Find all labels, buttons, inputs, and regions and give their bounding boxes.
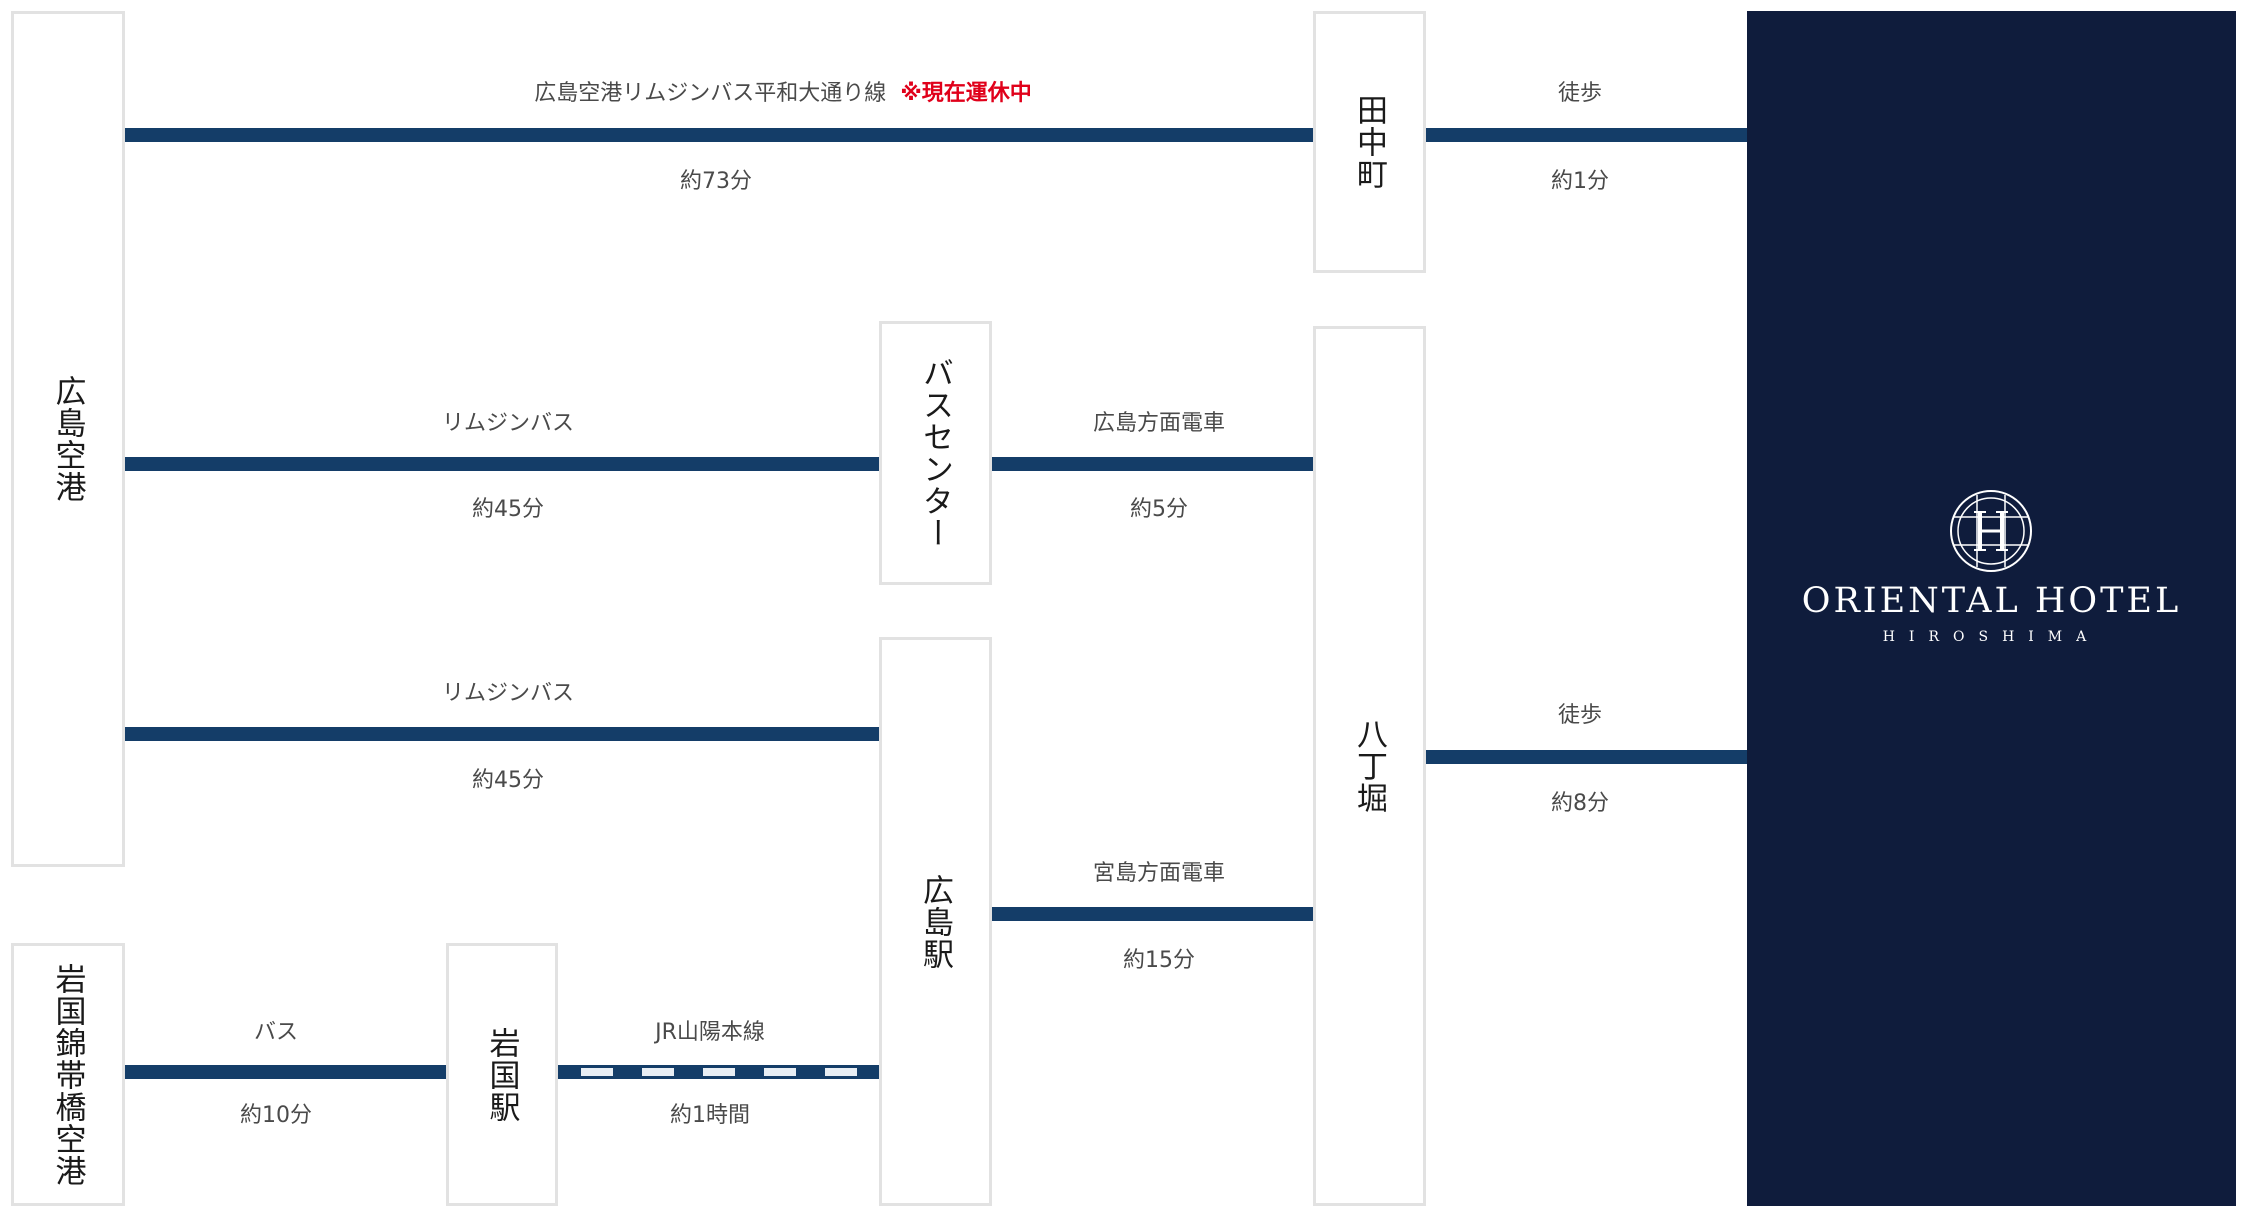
hotel-panel: ORIENTAL HOTEL HIROSHIMA (1747, 11, 2236, 1206)
route-line (1426, 750, 1747, 764)
route-time: 約45分 (472, 497, 544, 522)
route-line (125, 1065, 446, 1079)
route-line (125, 727, 879, 741)
station-iwakuni-airport: 岩国錦帯橋空港 (11, 943, 125, 1206)
route-name: バス (253, 1020, 299, 1045)
route-name: JR山陽本線 (655, 1020, 765, 1045)
station-hiroshima-airport: 広島空港 (11, 11, 125, 867)
station-label: 広島空港 (49, 375, 86, 503)
route-name: 徒歩 (1557, 703, 1603, 728)
route-time: 約8分 (1551, 791, 1609, 816)
hotel-crest-icon (1950, 490, 2032, 572)
rail-tie (764, 1068, 796, 1076)
rail-tie (703, 1068, 735, 1076)
rail-tie (581, 1068, 613, 1076)
route-time: 約45分 (472, 768, 544, 793)
route-name: 宮島方面電車 (1092, 861, 1226, 886)
route-time: 約10分 (240, 1103, 312, 1128)
route-time: 約5分 (1130, 497, 1188, 522)
route-time: 約73分 (680, 169, 752, 194)
route-time: 約1時間 (670, 1103, 750, 1128)
route-line (1426, 128, 1747, 142)
route-name: 広島空港リムジンバス平和大通り線 (534, 81, 887, 106)
rail-tie (642, 1068, 674, 1076)
suspended-notice: ※現在運休中 (900, 81, 1032, 106)
station-label: 岩国駅 (483, 1026, 520, 1123)
station-label: 八丁堀 (1351, 718, 1387, 814)
route-name: リムジンバス (441, 411, 575, 436)
hotel-city: HIROSHIMA (1882, 629, 2101, 645)
route-time: 約1分 (1551, 169, 1609, 194)
route-time: 約15分 (1123, 948, 1195, 973)
route-label: 広島空港リムジンバス平和大通り線 ※現在運休中 (534, 75, 1031, 107)
jr-rail-line (558, 1065, 879, 1079)
route-line (125, 457, 879, 471)
route-name: 広島方面電車 (1092, 411, 1226, 436)
station-label: バスセンター (917, 357, 953, 549)
route-name: リムジンバス (441, 681, 575, 706)
station-iwakuni: 岩国駅 (446, 943, 558, 1206)
station-bus-center: バスセンター (879, 321, 992, 585)
route-line (992, 907, 1313, 921)
route-name: 徒歩 (1557, 81, 1603, 106)
rail-tie (825, 1068, 857, 1076)
route-line (992, 457, 1313, 471)
hotel-name: ORIENTAL HOTEL (1801, 581, 2182, 621)
station-label: 広島駅 (917, 873, 953, 970)
station-tanakamachi: 田中町 (1313, 11, 1426, 273)
station-label: 岩国錦帯橋空港 (49, 962, 86, 1187)
station-hiroshima: 広島駅 (879, 637, 992, 1206)
station-label: 田中町 (1351, 94, 1387, 190)
route-line (125, 128, 1313, 142)
station-hatchobori: 八丁堀 (1313, 326, 1426, 1206)
